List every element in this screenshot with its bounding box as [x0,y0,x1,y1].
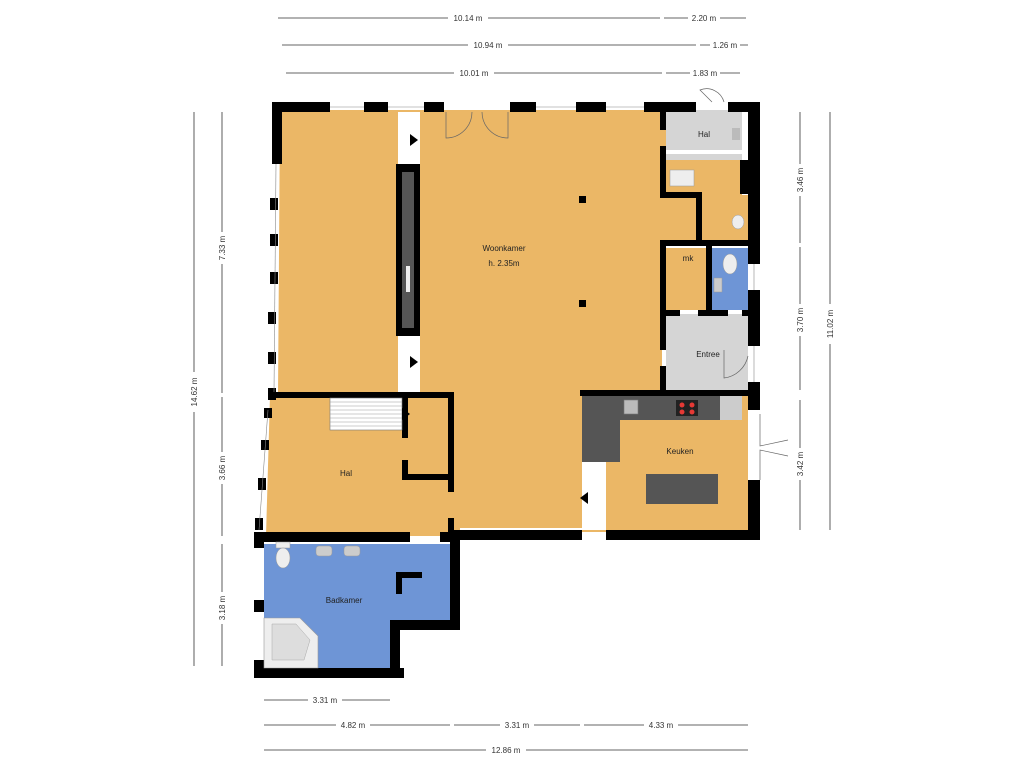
kitchen-fittings [580,396,742,530]
arrow-marker-top [410,134,418,146]
toilet-icon [731,214,745,230]
room-label-badkamer: Badkamer [326,596,363,605]
dim-right-1: 3.46 m [796,167,805,192]
door-icon [445,88,789,480]
dimension-labels: 10.14 m 2.20 m 10.94 m 1.26 m 10.01 m 1.… [188,12,836,756]
toilet-icon [275,541,291,569]
sink-icon [315,545,361,557]
dim-top-3b: 1.83 m [693,69,718,78]
bathroom-fittings [263,541,361,669]
dim-left-2: 3.66 m [218,455,227,480]
dim-bottom-3: 12.86 m [492,746,521,755]
dim-right-2: 3.70 m [796,307,805,332]
toilet-icon [722,253,738,275]
fireplace-gap-top [398,112,420,164]
room-label-entree: Entree [696,350,720,359]
dim-right-outer: 11.02 m [826,310,835,339]
fireplace-slot [406,266,410,292]
room-height-woonkamer: h. 2.35m [488,259,519,268]
dim-left-1: 7.33 m [218,235,227,260]
sink-icon [713,277,723,293]
dim-bottom-1: 3.31 m [313,696,338,705]
dim-left-outer: 14.62 m [190,377,199,406]
hal-fittings [666,128,745,293]
room-label-hal-left: Hal [340,469,352,478]
room-label-woonkamer: Woonkamer [483,244,526,253]
kitchen-counter-right [720,396,742,420]
dim-top-1b: 2.20 m [692,14,717,23]
dim-top-2b: 1.26 m [713,41,738,50]
entree-floor [666,314,748,393]
window-marks [258,106,755,531]
room-labels: Woonkamer h. 2.35m Hal mk Entree Keuken … [326,130,721,605]
dim-top-1a: 10.14 m [454,14,483,23]
room-label-keuken: Keuken [666,447,693,456]
arrow-marker-bottom [410,356,418,368]
dim-bottom-2c: 4.33 m [649,721,674,730]
room-label-mk: mk [683,254,695,263]
arrow-marker-kitchen [580,492,588,504]
dim-bottom-2a: 4.82 m [341,721,366,730]
dim-top-2a: 10.94 m [474,41,503,50]
dim-left-3: 3.18 m [218,595,227,620]
dim-right-3: 3.42 m [796,451,805,476]
dim-top-3a: 10.01 m [460,69,489,78]
bathtub-icon [263,617,319,669]
walls [254,102,760,678]
dim-bottom-2b: 3.31 m [505,721,530,730]
kitchen-island [646,474,718,504]
fireplace-inner [402,172,414,328]
room-label-hal-top: Hal [698,130,710,139]
mk-floor [666,248,708,310]
sink-icon [623,399,639,415]
fireplace-gap-bottom [398,336,420,392]
hob-icon [676,400,698,416]
stairs-icon [329,397,410,431]
